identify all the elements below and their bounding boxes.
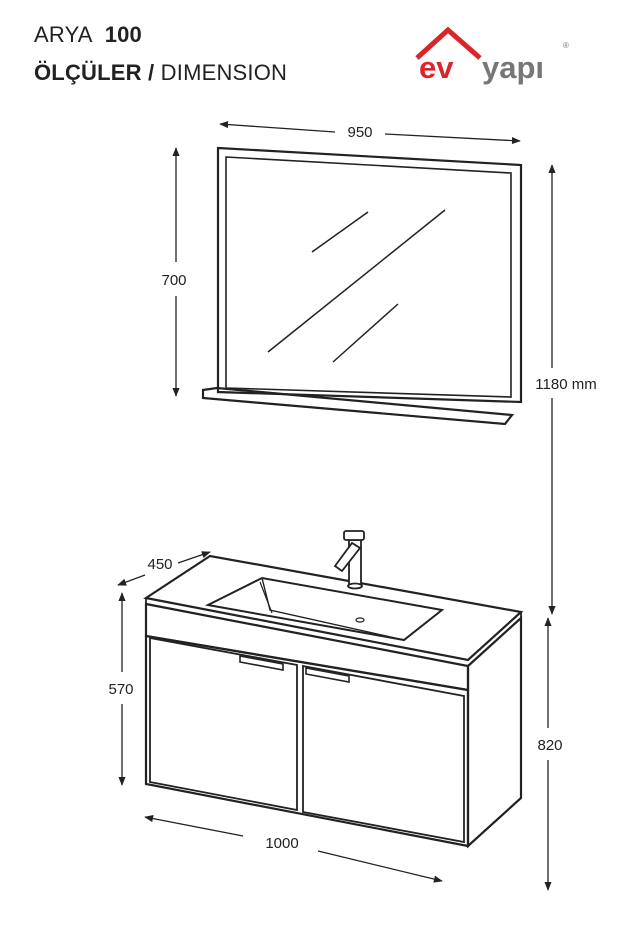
cabinet-width-label: 1000: [265, 835, 298, 852]
logo-left-text: ev: [419, 50, 454, 85]
floor-height-label: 820: [537, 737, 562, 754]
registered-mark: ®: [563, 41, 569, 50]
door-handle-left: [239, 655, 284, 671]
cabinet-door-left: [149, 636, 298, 812]
mirror: [201, 146, 523, 426]
basin-drain: [355, 617, 365, 623]
evyapi-logo: ev yapı ®: [415, 26, 569, 85]
total-height-label: 1180 mm: [535, 376, 596, 393]
dimension-labels: 950 700 1180 mm 450 570 820 1000: [108, 124, 596, 852]
mirror-width-label: 950: [347, 124, 372, 141]
mirror-reflection-line: [311, 211, 369, 253]
mirror-reflection-line: [332, 303, 399, 363]
model-number: 100: [104, 22, 142, 47]
logo-right-text: yapı: [482, 50, 544, 85]
mirror-frame: [216, 146, 523, 404]
dimensions-label-en: DIMENSION: [160, 60, 288, 85]
faucet: [333, 530, 365, 590]
cabinet-depth-label: 450: [147, 556, 172, 573]
door-handle-right: [305, 667, 350, 683]
logo-roof-icon: [415, 26, 482, 60]
cabinet-height-label: 570: [108, 681, 133, 698]
mirror-height-label: 700: [161, 272, 186, 289]
dimension-lines: [117, 120, 556, 891]
cabinet-side: [466, 615, 523, 849]
vanity-cabinet: [143, 530, 524, 849]
dimensions-heading: ÖLÇÜLER / DIMENSION: [34, 60, 287, 86]
model-name: ARYA: [34, 22, 93, 47]
mirror-shelf: [201, 386, 515, 426]
mirror-glass: [225, 156, 512, 398]
cabinet-door-right: [302, 664, 465, 844]
product-title: ARYA 100: [34, 22, 142, 48]
dimensions-label-tr: ÖLÇÜLER /: [34, 60, 155, 85]
basin: [204, 576, 445, 642]
mirror-reflection-line: [267, 209, 446, 353]
